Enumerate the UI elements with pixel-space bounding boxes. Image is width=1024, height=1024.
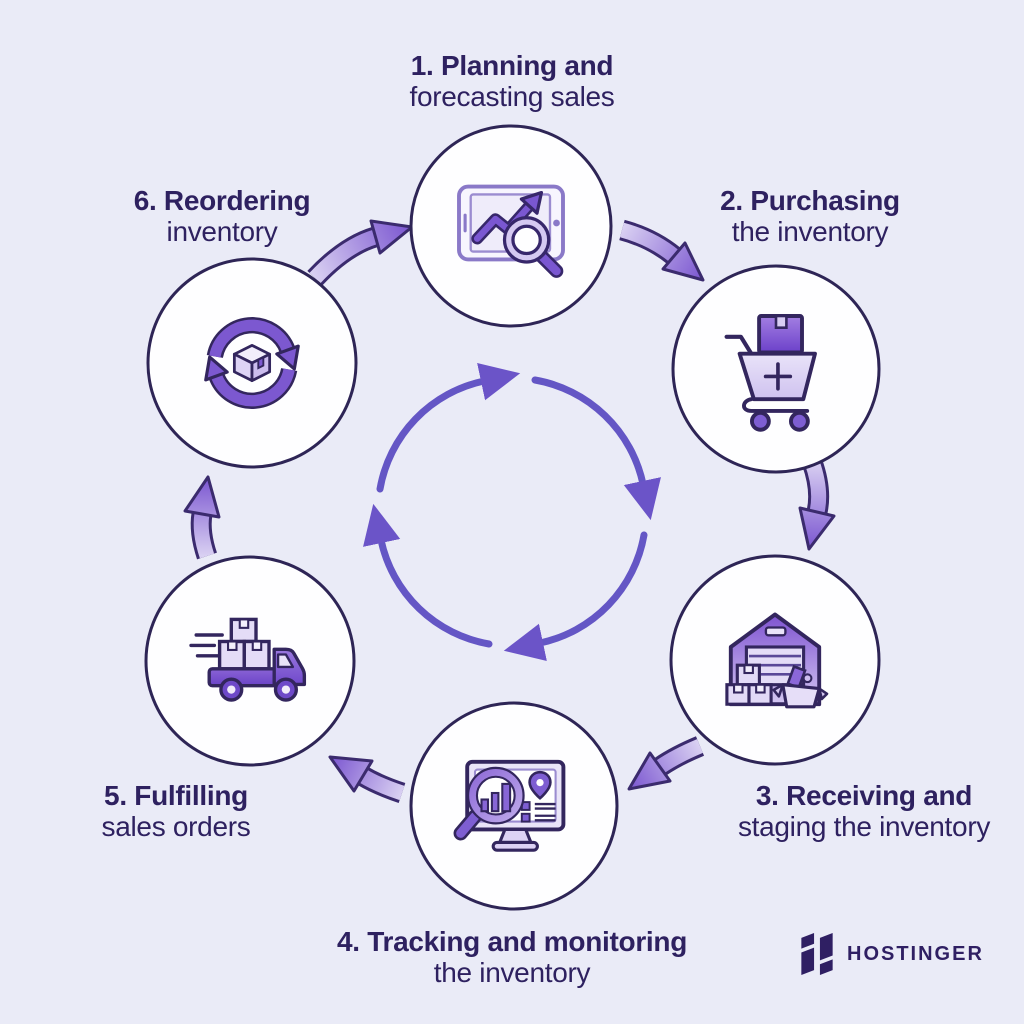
cycle-arc-bottom-to-left: [363, 503, 493, 648]
cycle-arrows: [363, 363, 661, 661]
arrow-step6-to-step1: [307, 219, 414, 286]
hostinger-wordmark: HOSTINGER: [847, 942, 984, 965]
step-1-title: 1. Planning and: [410, 50, 614, 81]
step-1-subtitle: forecasting sales: [409, 81, 615, 112]
arrow-step3-to-step4: [627, 736, 705, 791]
shopping-cart-box-icon: [724, 314, 817, 432]
step-5-label: 5. Fulfilling sales orders: [102, 780, 251, 842]
step-3-title: 3. Receiving and: [755, 780, 973, 811]
step-4-label: 4. Tracking and monitoring the inventory: [337, 926, 687, 988]
step-4-title: 4. Tracking and monitoring: [336, 926, 688, 957]
step-1-label: 1. Planning and forecasting sales: [409, 50, 614, 112]
step-2-subtitle: the inventory: [731, 216, 889, 247]
step-3-label: 3. Receiving and staging the inventory: [738, 780, 990, 842]
hostinger-logo: HOSTINGER: [800, 932, 984, 976]
step-3-subtitle: staging the inventory: [737, 811, 991, 842]
step-5-title: 5. Fulfilling: [104, 780, 248, 811]
step-5-subtitle: sales orders: [101, 811, 251, 842]
warehouse-boxes-icon: [725, 612, 829, 709]
step-6-label: 6. Reordering inventory: [134, 185, 311, 247]
cycle-arc-right-to-bottom: [503, 531, 648, 661]
step-4-subtitle: the inventory: [433, 957, 591, 988]
hostinger-h-icon: [801, 932, 833, 976]
arrow-step5-to-step6: [183, 475, 221, 560]
step-6-subtitle: inventory: [166, 216, 278, 247]
arrow-step1-to-step2: [619, 219, 705, 282]
cycle-arc-top-to-right: [531, 376, 661, 521]
box-refresh-arrows-icon: [204, 317, 300, 409]
step-2-title: 2. Purchasing: [720, 185, 900, 216]
tablet-trend-magnifier-icon: [457, 184, 565, 278]
arrow-step2-to-step3: [798, 458, 836, 551]
cycle-arc-left-to-top: [376, 363, 521, 493]
delivery-truck-icon: [189, 617, 307, 702]
monitor-magnifier-chart-icon: [453, 759, 566, 852]
step-6-title: 6. Reordering: [133, 185, 311, 216]
arrow-step4-to-step5: [328, 755, 406, 803]
step-2-label: 2. Purchasing the inventory: [720, 185, 900, 247]
